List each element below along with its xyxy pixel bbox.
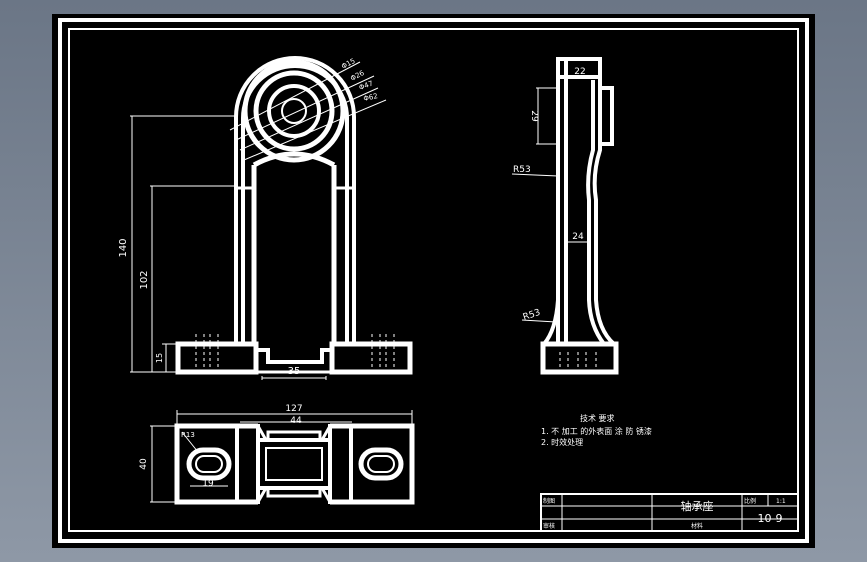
notes-line-2: 2. 时效处理	[541, 437, 583, 447]
outer-border	[58, 18, 809, 543]
side-view	[511, 57, 619, 375]
bolt-slot-left	[186, 447, 232, 481]
top-dimension-lines	[150, 410, 413, 503]
dim-height-102: 102	[139, 270, 150, 289]
side-bottom-curve	[542, 299, 560, 346]
title-drawing-number: 10-9	[758, 512, 783, 525]
dim-width-44: 44	[290, 416, 302, 426]
title-block-frame	[540, 493, 799, 532]
dim-depth-40: 40	[139, 458, 149, 470]
bore-circle-inner	[267, 84, 321, 138]
top-column-core	[265, 447, 323, 481]
dim-radius-top: R53	[513, 165, 531, 175]
top-notch-bottom	[266, 486, 322, 498]
bore-circle-hole	[281, 98, 307, 124]
side-dimension-lines	[511, 75, 596, 323]
top-rib-top	[256, 425, 332, 441]
front-base-slot	[256, 348, 334, 364]
front-hidden-holes	[195, 334, 395, 372]
bore-circle-mid	[253, 70, 335, 152]
inner-border	[68, 28, 799, 532]
dim-slot-35: 35	[288, 366, 301, 377]
side-inner-contour	[564, 59, 606, 346]
title-scale-value: 1:1	[776, 498, 786, 505]
dim-hole-r: R13	[181, 431, 195, 439]
dim-side-24: 24	[572, 232, 584, 242]
notes-line-1: 1. 不 加工 的外表面 涂 防 锈漆	[541, 426, 652, 436]
dim-side-22: 22	[574, 67, 585, 77]
dim-phi-c: Φ62	[363, 92, 379, 103]
bolt-slot-left-inner	[195, 455, 223, 473]
notes-heading: 技术 要求	[580, 413, 615, 423]
front-base-left	[175, 341, 259, 375]
front-outer-contour	[234, 56, 356, 344]
bore-circle-outer	[242, 59, 346, 163]
side-outer-contour	[556, 59, 616, 346]
dim-side-29: 29	[529, 110, 539, 122]
side-hub	[598, 86, 614, 146]
dim-height-140: 140	[118, 238, 129, 257]
front-view	[130, 56, 413, 380]
title-label-scale: 比例	[744, 497, 756, 505]
front-base-right	[329, 341, 413, 375]
dim-width-127: 127	[285, 404, 302, 414]
diameter-leaders	[229, 61, 387, 161]
drawing-sheet	[52, 14, 815, 548]
technical-notes: 技术 要求 1. 不 加工 的外表面 涂 防 锈漆 2. 时效处理	[541, 413, 652, 447]
title-part-name: 轴承座	[681, 499, 714, 513]
dim-hole-19: 19	[202, 479, 214, 489]
title-label-drawn: 制图	[543, 497, 555, 505]
top-view	[150, 410, 415, 505]
top-notch-top	[266, 430, 322, 442]
front-dimension-lines	[130, 115, 327, 380]
dim-height-15: 15	[155, 353, 164, 363]
top-outline-left	[174, 423, 258, 505]
title-label-checked: 审核	[543, 522, 555, 530]
side-base	[540, 341, 619, 375]
side-top-boss	[556, 57, 602, 79]
title-block	[540, 493, 799, 532]
bolt-slot-right	[358, 447, 404, 481]
front-column-top	[252, 151, 336, 168]
title-label-material: 材料	[691, 522, 703, 530]
top-rib-bottom	[256, 487, 332, 503]
bolt-slot-right-inner	[367, 455, 395, 473]
top-outline-right	[330, 423, 415, 505]
